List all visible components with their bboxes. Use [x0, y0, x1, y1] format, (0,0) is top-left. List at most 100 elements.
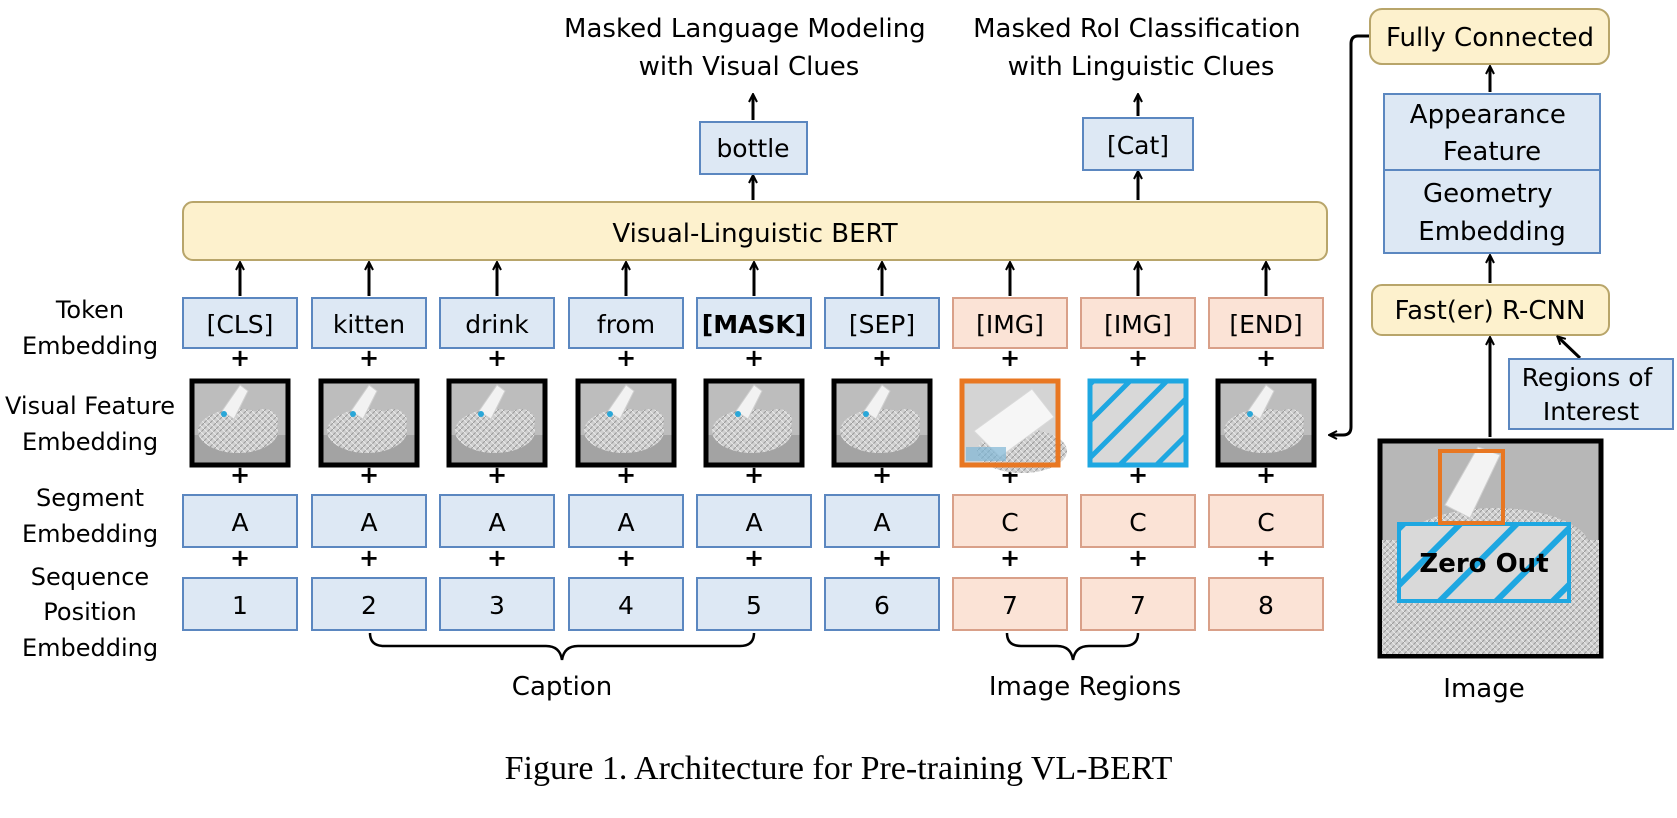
segment-embedding-box [568, 494, 684, 548]
token-embedding-box [696, 297, 812, 349]
position-label: 1 [232, 591, 248, 620]
column-9: [END]+++C8 [1208, 263, 1324, 631]
plus-sign: + [744, 461, 764, 489]
plus-sign: + [1000, 344, 1020, 372]
position-embedding-box [311, 577, 427, 631]
plus-sign: + [872, 344, 892, 372]
image-regions-brace [1005, 632, 1140, 661]
image-regions-group-label: Image Regions [989, 672, 1181, 702]
segment-embedding-box [182, 494, 298, 548]
bert-label: Visual-Linguistic BERT [612, 219, 897, 249]
segment-embedding-box [311, 494, 427, 548]
plus-sign: + [487, 461, 507, 489]
token-label: drink [465, 310, 529, 339]
token-label: [IMG] [976, 310, 1044, 339]
image-label: Image [1443, 674, 1524, 704]
token-embedding-box [824, 297, 940, 349]
position-embedding-box [439, 577, 555, 631]
plus-sign: + [872, 461, 892, 489]
plus-sign: + [1000, 544, 1020, 572]
plus-sign: + [359, 461, 379, 489]
segment-label: A [360, 508, 377, 537]
caption-group-label: Caption [512, 672, 612, 702]
column-4: from + + + A 4 [568, 263, 684, 631]
token-label: kitten [333, 310, 405, 339]
visual-feature-thumbnail-full [703, 378, 805, 468]
plus-sign: + [744, 544, 764, 572]
plus-sign: + [1256, 344, 1276, 372]
plus-sign: + [1256, 544, 1276, 572]
visual-feature-thumbnail-roi-orange [959, 378, 1067, 473]
token-label: [SEP] [849, 310, 915, 339]
plus-sign: + [359, 544, 379, 572]
position-embedding-box [696, 577, 812, 631]
position-embedding-box [568, 577, 684, 631]
appearance-feature-label: Appearance Feature [1410, 100, 1574, 167]
plus-sign: + [744, 344, 764, 372]
segment-embedding-box [696, 494, 812, 548]
plus-sign: + [1256, 461, 1276, 489]
position-label: 5 [746, 591, 762, 620]
mlm-output-label: bottle [716, 134, 789, 163]
segment-label: A [617, 508, 634, 537]
position-label: 7 [1130, 591, 1146, 620]
token-embedding-box [182, 297, 298, 349]
token-label: [END] [1229, 310, 1302, 339]
plus-sign: + [616, 461, 636, 489]
plus-sign: + [616, 344, 636, 372]
segment-label: C [1129, 508, 1146, 537]
segment-embedding-box [824, 494, 940, 548]
position-embedding-box [1080, 577, 1196, 631]
visual-feature-thumbnail-full [575, 378, 677, 468]
figure-caption: Figure 1. Architecture for Pre-training … [504, 750, 1173, 787]
segment-label: C [1001, 508, 1018, 537]
position-label: 3 [489, 591, 505, 620]
token-embedding-box [1080, 297, 1196, 349]
mrc-title: Masked RoI Classification with Linguisti… [973, 14, 1309, 82]
plus-sign: + [230, 544, 250, 572]
mrc-output-box [1082, 117, 1194, 171]
fc-to-visual-feature-arrow [1330, 34, 1369, 435]
zero-out-hatch [1399, 524, 1569, 601]
segment-embedding-box [1080, 494, 1196, 548]
position-label: 6 [874, 591, 890, 620]
rcnn-label: Fast(er) R-CNN [1395, 296, 1586, 326]
token-label: from [597, 310, 655, 339]
mrc-output-label: [Cat] [1107, 131, 1169, 160]
plus-sign: + [616, 544, 636, 572]
bert-box [182, 201, 1328, 261]
caption-brace [368, 632, 756, 661]
visual-feature-thumbnail-full [1215, 378, 1317, 468]
position-label: 4 [618, 591, 634, 620]
fully-connected-box [1369, 8, 1610, 65]
column-3: drink+++A3 [439, 263, 555, 631]
rois-label: Regions of Interest [1522, 363, 1661, 426]
embedding-columns: [CLS]+++A1kitten+++A2drink+++A3from+++A4… [182, 263, 1324, 631]
rois-to-rcnn-arrow [1558, 337, 1582, 360]
visual-feature-thumbnail-full [189, 378, 291, 468]
token-embedding-box [952, 297, 1068, 349]
plus-sign: + [1128, 344, 1148, 372]
column-8: [IMG]+++C7 [1080, 263, 1196, 631]
appearance-feature-box [1383, 93, 1601, 171]
visual-feature-thumbnail-full [318, 378, 420, 468]
visual-feature-thumbnail-full [446, 378, 548, 468]
token-label: [CLS] [207, 310, 274, 339]
plus-sign: + [1128, 461, 1148, 489]
column-6: [SEP]+++A6 [824, 263, 940, 631]
segment-embedding-box [952, 494, 1068, 548]
column-2: kitten+++A2 [311, 263, 427, 631]
segment-label: A [745, 508, 762, 537]
geometry-embedding-box [1383, 169, 1601, 254]
rcnn-box [1371, 284, 1610, 336]
position-embedding-box [824, 577, 940, 631]
position-embedding-box [952, 577, 1068, 631]
token-embedding-box [568, 297, 684, 349]
segment-label: A [488, 508, 505, 537]
plus-sign: + [230, 461, 250, 489]
token-embedding-box [439, 297, 555, 349]
segment-label: C [1257, 508, 1274, 537]
